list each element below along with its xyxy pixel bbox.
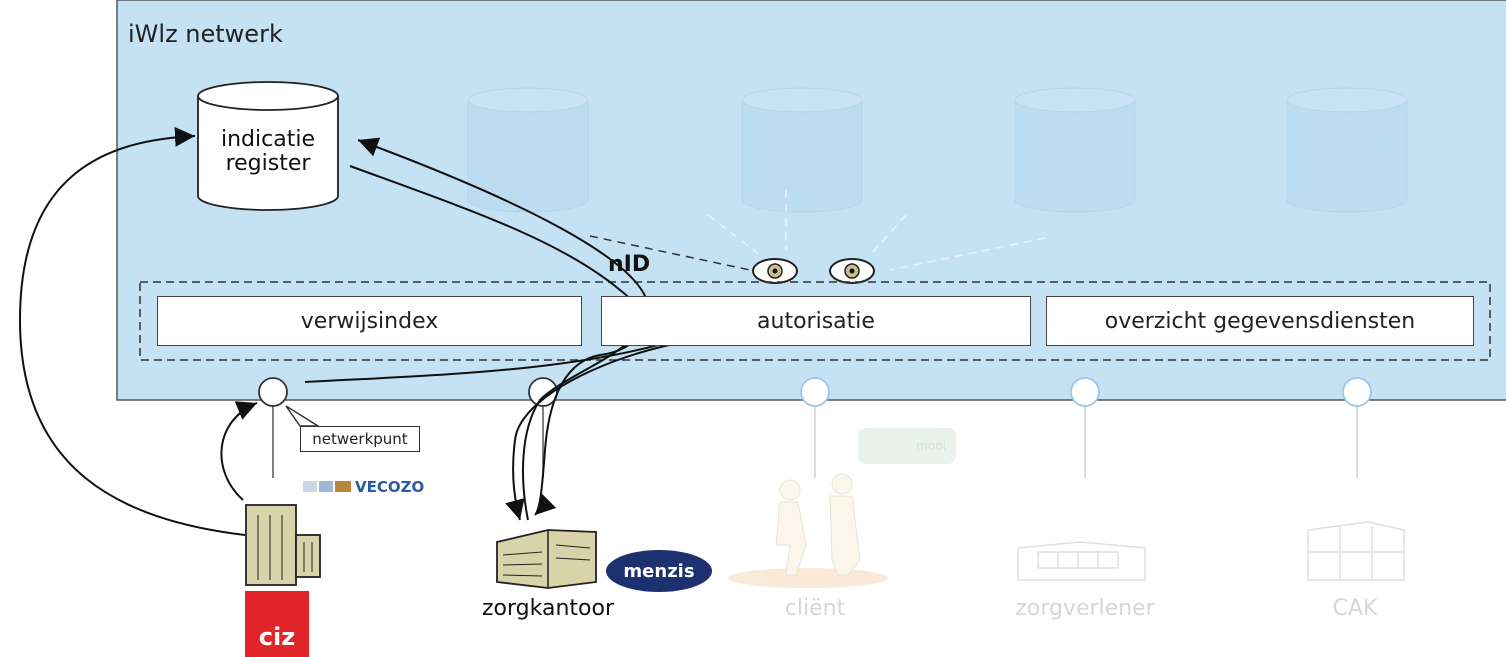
mooi-logo: mooi bbox=[858, 428, 956, 464]
netwerkpunt-callout-tail bbox=[285, 405, 321, 427]
service-overzicht-gegevensdiensten[interactable]: overzicht gegevensdiensten bbox=[1046, 296, 1474, 346]
network-title: iWlz netwerk bbox=[128, 20, 283, 48]
network-point-stems bbox=[272, 400, 1358, 478]
zorgverlener-building-icon bbox=[1017, 541, 1146, 581]
register-label-line: bijdrage bbox=[1301, 145, 1393, 170]
ciz-building-icon bbox=[245, 504, 321, 586]
vecozo-logo-bars bbox=[303, 481, 351, 492]
network-point-cak bbox=[1342, 377, 1372, 407]
zorgkantoor-building-icon bbox=[496, 529, 597, 589]
ciz-logo: ciz bbox=[245, 591, 309, 657]
menzis-logo: menzis bbox=[606, 550, 712, 592]
register-label-client: cliënt register bbox=[742, 134, 862, 182]
netwerkpunt-callout: netwerkpunt bbox=[300, 426, 420, 452]
service-autorisatie[interactable]: autorisatie bbox=[601, 296, 1031, 346]
register-label-eigenbijdrage: eigen bijdrage register bbox=[1282, 122, 1412, 194]
register-cylinder-zorglevering bbox=[1014, 87, 1136, 213]
register-label-line: register bbox=[485, 169, 571, 194]
register-label-line: zorg bbox=[1051, 121, 1099, 146]
register-cylinder-indicatie bbox=[197, 81, 339, 211]
register-label-line: leverings bbox=[1024, 145, 1126, 170]
eye-icon bbox=[829, 258, 875, 284]
arrow-ciz-to-indicatieregister bbox=[18, 126, 246, 536]
actor-label-cak: CAK bbox=[1332, 596, 1378, 621]
actor-label-zorgverlener: zorgverlener bbox=[1015, 596, 1155, 621]
actor-label-zorgkantoor[interactable]: zorgkantoor bbox=[482, 596, 614, 621]
network-point-client bbox=[800, 377, 830, 407]
network-point-ciz bbox=[258, 377, 288, 407]
eye-icon bbox=[752, 258, 798, 284]
register-cylinder-bemiddelings bbox=[467, 87, 589, 213]
register-label-zorglevering: zorg leverings register bbox=[1005, 122, 1145, 194]
register-label-bemiddelings: bemid- delings register bbox=[468, 122, 588, 194]
service-verwijsindex[interactable]: verwijsindex bbox=[157, 296, 582, 346]
register-label-indicatie[interactable]: indicatie register bbox=[198, 128, 338, 176]
register-label-line: register bbox=[1304, 169, 1390, 194]
register-label-line: register bbox=[1032, 169, 1118, 194]
observation-lines bbox=[589, 190, 1046, 271]
register-label-line: cliënt bbox=[771, 133, 833, 158]
register-label-line: bemid- bbox=[489, 121, 567, 146]
register-label-line: indicatie bbox=[221, 127, 315, 152]
client-people-icon bbox=[728, 473, 888, 588]
arrow-autorisatie-to-zorgkantoor bbox=[505, 335, 736, 521]
register-label-line: register bbox=[225, 151, 311, 176]
register-cylinder-client bbox=[741, 87, 863, 213]
vecozo-logo: VECOZO bbox=[355, 478, 425, 496]
network-point-zorgverlener bbox=[1070, 377, 1100, 407]
actor-label-client: cliënt bbox=[784, 596, 846, 621]
nid-label: nID bbox=[608, 252, 651, 277]
arrow-ciz-to-networkpoint bbox=[220, 401, 258, 501]
register-label-line: eigen bbox=[1316, 121, 1378, 146]
register-cylinder-eigenbijdrage bbox=[1286, 87, 1408, 213]
cak-building-icon bbox=[1307, 521, 1405, 581]
register-label-line: delings bbox=[488, 145, 568, 170]
register-label-line: register bbox=[759, 157, 845, 182]
